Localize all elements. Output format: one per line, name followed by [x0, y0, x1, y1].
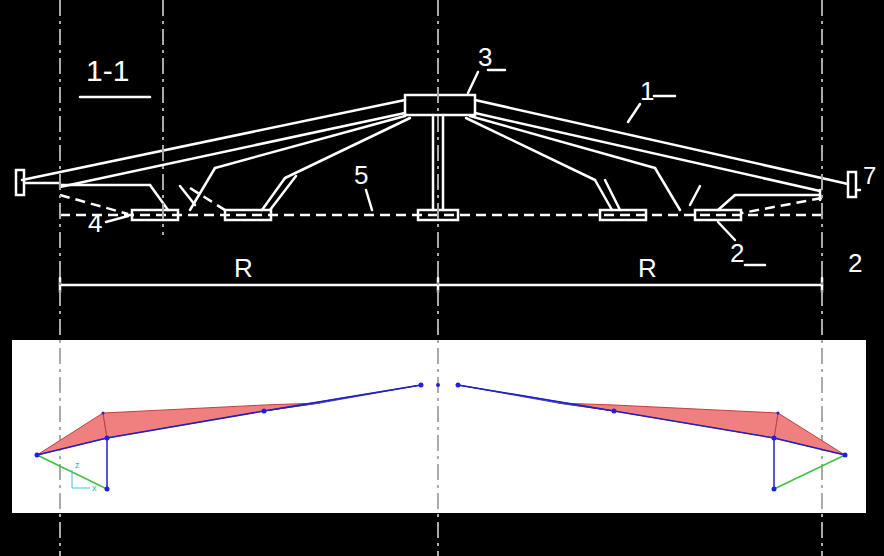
dimension-label: R — [638, 255, 657, 281]
moment-diagram — [35, 383, 848, 492]
axis-lines — [60, 0, 822, 556]
callout-number: 4 — [88, 210, 102, 236]
callout-number: 7 — [863, 164, 876, 188]
dimension-label: R — [234, 255, 253, 281]
axis-icon — [72, 470, 90, 488]
callout-number: 3 — [478, 44, 492, 70]
section-mark: 1-1 — [86, 56, 129, 86]
callout-number: 1 — [640, 78, 654, 104]
lower-cable-5 — [60, 188, 822, 215]
callout-number: 5 — [354, 162, 368, 188]
axis-label: z — [75, 461, 80, 470]
callout-number: 2 — [730, 240, 744, 266]
axis-label: x — [92, 484, 97, 493]
callout-number: 2 — [848, 250, 862, 276]
